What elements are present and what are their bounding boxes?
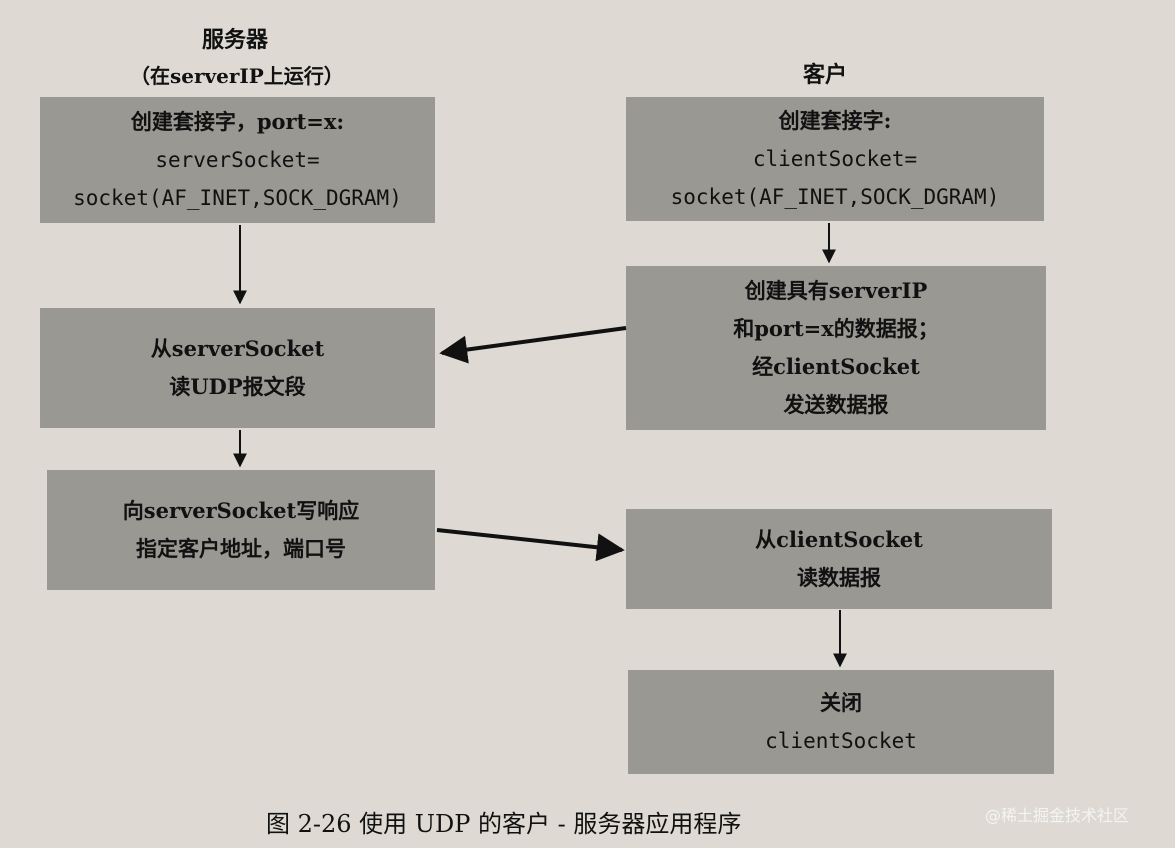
client-heading: 客户 — [802, 62, 847, 88]
server-heading-subtitle: （在serverIP上运行） — [130, 64, 344, 88]
client-create-socket-box: 创建套接字: clientSocket= socket(AF_INET,SOCK… — [626, 97, 1044, 221]
server-create-socket-line3: socket(AF_INET,SOCK_DGRAM) — [73, 186, 402, 210]
client-close-box: 关闭 clientSocket — [628, 670, 1054, 774]
client-create-datagram-line2: 和port=x的数据报； — [733, 316, 939, 341]
server-create-socket-box: 创建套接字，port=x: serverSocket= socket(AF_IN… — [40, 97, 435, 223]
client-read-datagram-box: 从clientSocket 读数据报 — [626, 509, 1052, 609]
client-create-datagram-line3: 经clientSocket — [752, 354, 920, 379]
arrow-server-reply-to-client — [436, 528, 625, 562]
server-write-reply-line1: 向serverSocket写响应 — [122, 498, 360, 523]
server-write-reply-box: 向serverSocket写响应 指定客户地址，端口号 — [47, 470, 435, 590]
client-create-datagram-box: 创建具有serverIP 和port=x的数据报； 经clientSocket … — [626, 266, 1046, 430]
server-heading-title: 服务器 — [201, 27, 268, 53]
server-create-socket-line1: 创建套接字，port=x: — [130, 109, 345, 134]
server-create-socket-line2: serverSocket= — [155, 148, 320, 172]
server-read-segment-text: 从serverSocket — [150, 336, 325, 361]
client-close-line2: clientSocket — [765, 729, 917, 753]
server-read-segment-line2: 读UDP报文段 — [169, 374, 306, 399]
client-create-socket-line3: socket(AF_INET,SOCK_DGRAM) — [670, 185, 1000, 209]
client-read-datagram-line2: 读数据报 — [797, 565, 881, 590]
arrow-client-send-to-server — [439, 326, 627, 364]
client-create-datagram-line4: 发送数据报 — [783, 392, 889, 417]
server-write-reply-line2: 指定客户地址，端口号 — [136, 536, 346, 561]
figure-caption: 图 2-26 使用 UDP 的客户 - 服务器应用程序 — [266, 810, 742, 838]
client-read-datagram-line1: 从clientSocket — [755, 527, 923, 552]
watermark: @稀土掘金技术社区 — [985, 806, 1130, 825]
server-read-segment-line1: 从serverSocket — [151, 330, 324, 368]
client-create-socket-line2: clientSocket= — [752, 147, 918, 171]
server-read-segment-box: 从serverSocket 读UDP报文段 — [40, 308, 435, 428]
client-create-socket-line1: 创建套接字: — [778, 108, 892, 133]
client-create-datagram-line1: 创建具有serverIP — [744, 278, 928, 303]
server-heading: 服务器 （在serverIP上运行） — [130, 22, 344, 94]
client-close-line1: 关闭 — [820, 690, 862, 715]
